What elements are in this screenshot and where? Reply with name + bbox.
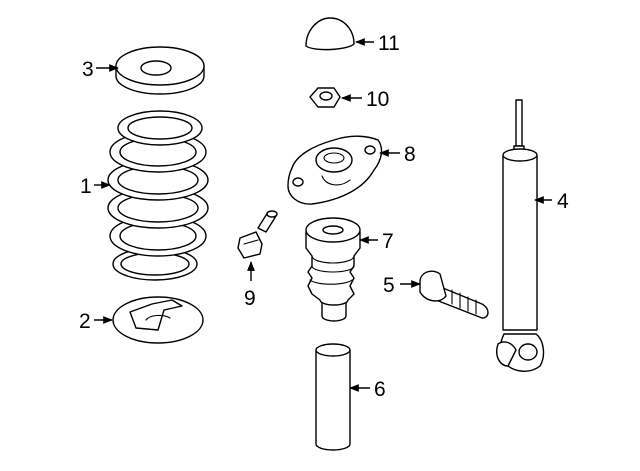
upper-spring-seat	[115, 46, 205, 95]
dust-boot	[315, 343, 351, 451]
bump-cap	[305, 17, 355, 51]
mounting-bolt	[237, 210, 278, 259]
lower-spring-seat	[112, 296, 204, 344]
callout-label: 1	[80, 175, 92, 198]
callout-label: 7	[382, 230, 394, 253]
callout-label: 9	[244, 287, 256, 310]
coil-spring	[107, 110, 209, 281]
bump-stop	[305, 217, 361, 322]
callout-label: 4	[557, 190, 569, 213]
callout-label: 2	[79, 310, 91, 333]
callout-label: 10	[366, 88, 389, 111]
callout-label: 3	[82, 58, 94, 81]
callout-label: 11	[378, 32, 400, 55]
upper-mount	[287, 135, 383, 205]
hex-nut	[309, 87, 341, 108]
callout-label: 6	[374, 378, 386, 401]
leader-arrows	[94, 38, 552, 392]
lower-bolt	[419, 270, 489, 319]
callout-label: 8	[404, 143, 416, 166]
callout-label: 5	[383, 274, 395, 297]
shock-absorber	[496, 99, 545, 372]
